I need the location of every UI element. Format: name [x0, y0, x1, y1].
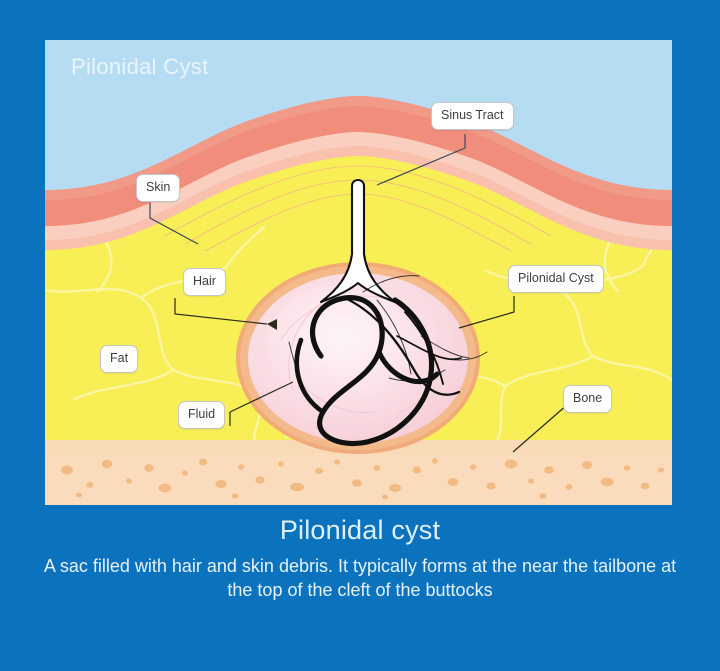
leader-pilonidal-cyst — [458, 296, 515, 329]
hair-strands — [288, 275, 488, 447]
label-fluid[interactable]: Fluid — [178, 401, 226, 429]
caption-body: A sac filled with hair and skin debris. … — [43, 556, 677, 600]
label-bone-text: Bone — [573, 391, 603, 405]
label-fat-text: Fat — [110, 351, 129, 365]
label-skin[interactable]: Skin — [136, 174, 181, 202]
label-pilonidal-cyst-text: Pilonidal Cyst — [518, 271, 594, 285]
caption-block: Pilonidal cyst A sac filled with hair an… — [0, 515, 720, 603]
label-pilonidal-cyst[interactable]: Pilonidal Cyst — [508, 265, 604, 293]
hair-arrowhead — [267, 319, 277, 330]
label-fat[interactable]: Fat — [100, 345, 139, 373]
epidermis-layer — [45, 96, 672, 226]
leader-hair — [174, 298, 268, 325]
label-bone[interactable]: Bone — [563, 385, 613, 413]
bone-trabeculae — [61, 458, 664, 500]
label-hair-text: Hair — [193, 274, 216, 288]
leader-fluid — [229, 381, 294, 413]
label-sinus-tract-text: Sinus Tract — [441, 108, 504, 122]
label-fluid-text: Fluid — [188, 407, 216, 421]
leader-skin — [149, 203, 199, 245]
callout-leader-lines — [149, 134, 466, 245]
illustration-panel: Pilonidal Cyst — [45, 40, 672, 505]
leader-sinus-tract — [376, 134, 466, 186]
caption-heading: Pilonidal cyst — [279, 515, 441, 545]
label-sinus-tract[interactable]: Sinus Tract — [431, 102, 514, 130]
bone-layer — [45, 438, 672, 505]
label-skin-text: Skin — [146, 180, 171, 194]
label-hair[interactable]: Hair — [183, 268, 226, 296]
